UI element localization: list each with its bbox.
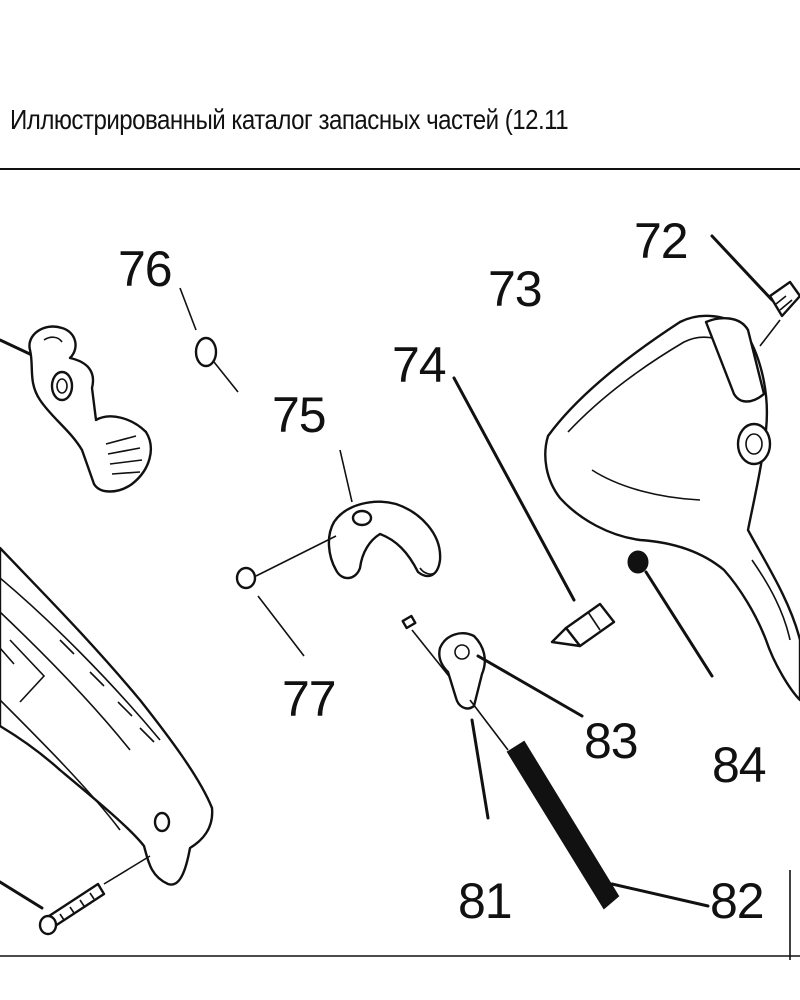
callout-82: 82	[710, 873, 764, 929]
part-77-ring	[235, 535, 337, 657]
callout-72: 72	[634, 213, 688, 269]
page-title: Иллюстрированный каталог запасных частей…	[10, 104, 569, 135]
callout-74: 74	[392, 337, 446, 393]
part-81-83-cable-bracket	[401, 614, 584, 820]
callout-77: 77	[282, 671, 336, 727]
part-84-plug	[627, 550, 714, 678]
callout-84: 84	[712, 737, 766, 793]
callout-73: 73	[488, 261, 542, 317]
part-75-bracket	[327, 449, 442, 580]
header-divider	[0, 168, 800, 170]
lever-assembly-left	[0, 325, 153, 493]
callout-83: 83	[584, 713, 638, 769]
part-82-spring	[469, 699, 710, 910]
part-74-pin	[452, 376, 616, 648]
callout-76: 76	[118, 241, 172, 297]
callout-75: 75	[272, 387, 326, 443]
bolt-bottom-left	[0, 855, 151, 936]
part-72-screw	[710, 234, 800, 347]
part-73-handle	[544, 314, 800, 702]
part-76-spring	[179, 287, 239, 393]
frame-bar	[0, 546, 214, 886]
callout-81: 81	[458, 873, 512, 929]
